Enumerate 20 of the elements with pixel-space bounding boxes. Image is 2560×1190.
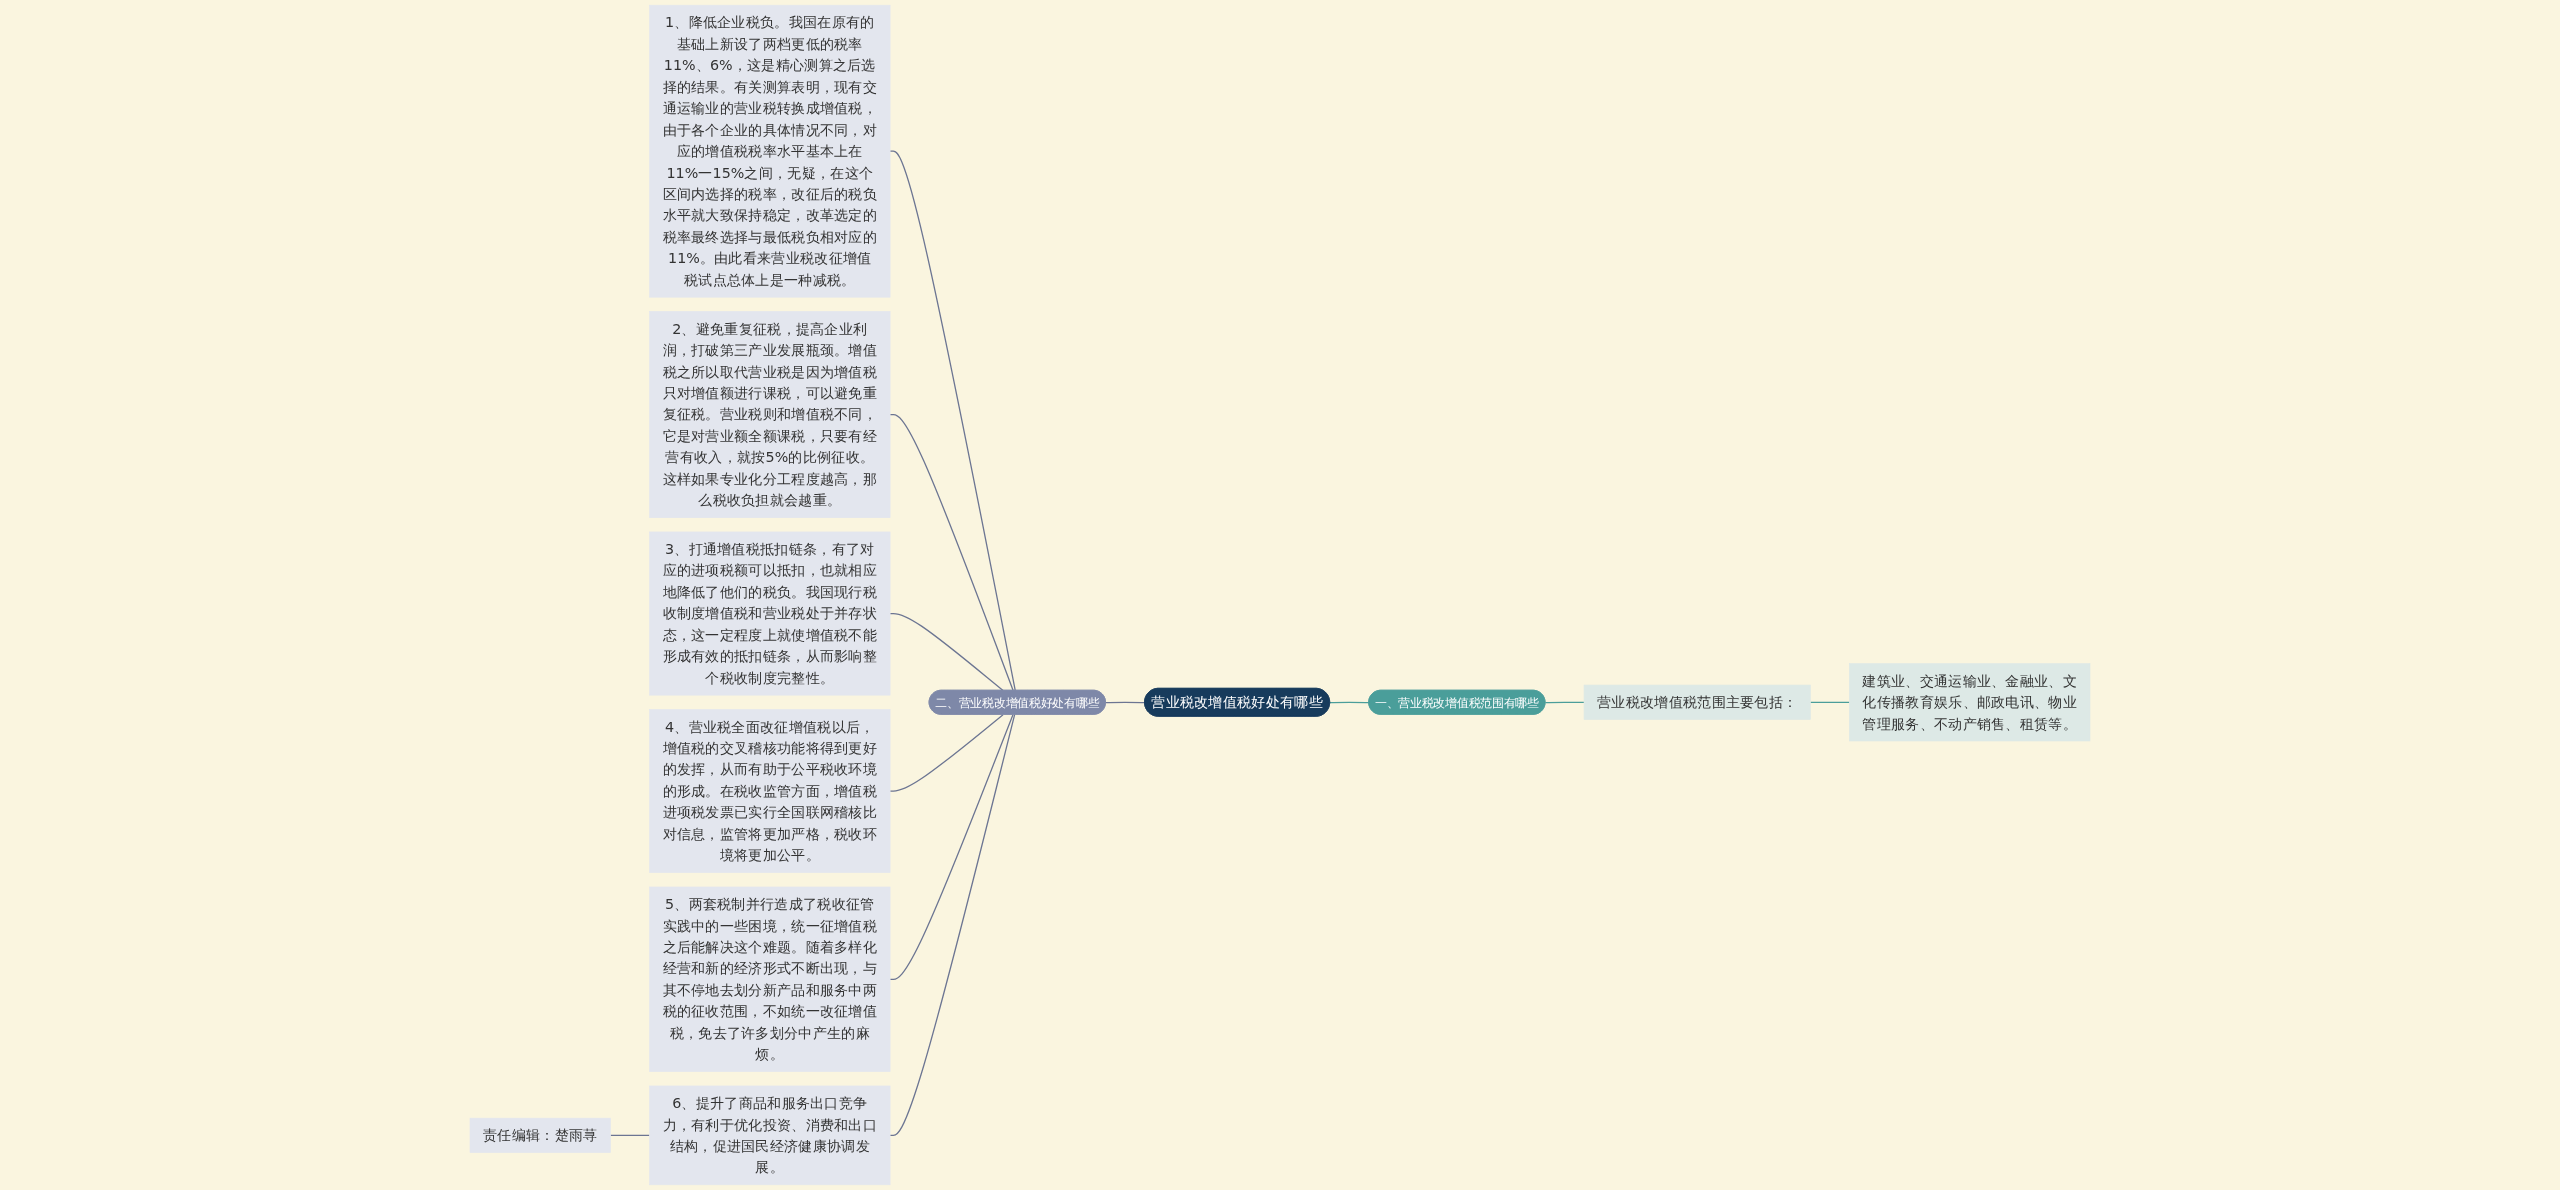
- node-box: 4、营业税全面改征增值税以后，增值税的交叉稽核功能将得到更好的发挥，从而有助于公平税收环境的形成。在税收监管方面，增值税进项税发票已实行全国联网稽核比对信息，监管将更加严格，税收环境将更加公平。: [649, 709, 891, 873]
- connector: [889, 714, 1014, 980]
- node-box: 2、避免重复征税，提高企业利润，打破第三产业发展瓶颈。增值税之所以取代营业税是因为增值税只对增值额进行课税，可以避免重复征税。营业税则和增值税不同，它是对营业额全额课税，只要有经营有收入，就按5%的比例征收。这样如果专业化分工程度越高，那么税收负担就会越重。: [649, 311, 891, 518]
- node-box: 1、降低企业税负。我国在原有的基础上新设了两档更低的税率11%、6%，这是精心测算之后选择的结果。有关测算表明，现有交通运输业的营业税转换成增值税，由于各个企业的具体情况不同，对应的增值税税率水平基本上在11%一15%之间，无疑，在这个区间内选择的税率，改征后的税负水平就大致保持稳定，改革选定的税率最终选择与最低税负相对应的11%。由此看来营业税改征增值税试点总体上是一种减税。: [649, 4, 891, 298]
- node-box: 营业税改增值税范围主要包括：: [1583, 684, 1811, 720]
- node-box: 3、打通增值税抵扣链条，有了对应的进项税额可以抵扣，也就相应地降低了他们的税负。我国现行税收制度增值税和营业税处于并存状态，这一定程度上就使增值税不能形成有效的抵扣链条，从而影响整个税收制度完整性。: [649, 531, 891, 696]
- node-box: 5、两套税制并行造成了税收征管实践中的一些困境，统一征增值税之后能解决这个难题。随着多样化经营和新的经济形式不断出现，与其不停地去划分新产品和服务中两税的征收范围，不如统一改征增值税，免去了许多划分中产生的麻烦。: [649, 886, 891, 1072]
- connector: [889, 413, 1014, 692]
- connector: [609, 1134, 651, 1137]
- connector: [889, 714, 1004, 792]
- connector: [1105, 701, 1146, 704]
- connector: [889, 714, 1016, 1137]
- connector: [1809, 701, 1851, 703]
- node-box: 责任编辑：楚雨荨: [469, 1117, 611, 1153]
- connector: [1329, 701, 1370, 704]
- connector: [889, 612, 1004, 692]
- node-box: 6、提升了商品和服务出口竞争力，有利于优化投资、消费和出口结构，促进国民经济健康协调发展。: [649, 1085, 891, 1186]
- node-box: 建筑业、交通运输业、金融业、文化传播教育娱乐、邮政电讯、物业管理服务、不动产销售、租赁等。: [1849, 663, 2091, 742]
- connector: [889, 150, 1016, 692]
- connector: [1544, 701, 1585, 704]
